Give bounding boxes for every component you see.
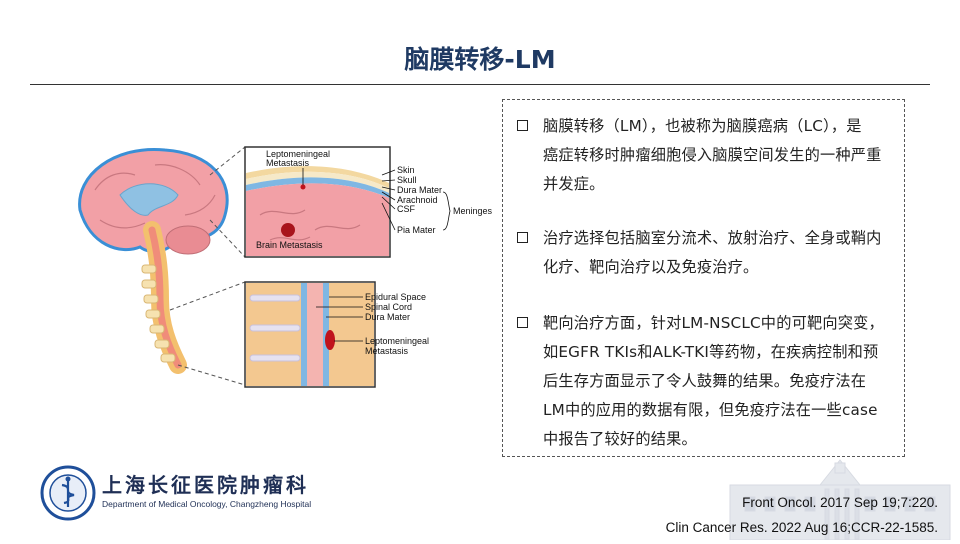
brain-sagittal bbox=[78, 147, 229, 374]
label-dura: Dura Mater bbox=[397, 185, 442, 195]
meninges-inset bbox=[244, 146, 391, 258]
label-epidural: Epidural Space bbox=[365, 292, 426, 302]
spine-pointers bbox=[316, 296, 363, 342]
hospital-name-cn: 上海长征医院肿瘤科 bbox=[102, 473, 309, 497]
hospital-name-en: Department of Medical Oncology, Changzhe… bbox=[102, 499, 312, 509]
bullet-text: 治疗选择包括脑室分流术、放射治疗、全身或鞘内 化疗、靶向治疗以及免疫治疗。 bbox=[543, 229, 882, 276]
label-brain-metastasis: Brain Metastasis bbox=[256, 240, 323, 250]
hospital-emblem-icon bbox=[40, 465, 96, 521]
label-arachnoid: Arachnoid bbox=[397, 195, 438, 205]
title-divider bbox=[30, 84, 930, 85]
square-bullet-icon bbox=[517, 120, 528, 131]
square-bullet-icon bbox=[517, 317, 528, 328]
label-meninges: Meninges bbox=[453, 206, 493, 216]
citation-1: Front Oncol. 2017 Sep 19;7:220. bbox=[742, 495, 938, 510]
meninges-pointers bbox=[302, 168, 451, 231]
bullet-definition: 脑膜转移（LM），也被称为脑膜癌病（LC），是 癌症转移时肿瘤细胞侵入脑膜空间发… bbox=[517, 112, 892, 199]
label-skull: Skull bbox=[397, 175, 417, 185]
building-image bbox=[729, 459, 951, 541]
zoom-connectors bbox=[169, 146, 246, 386]
hospital-logo: 上海长征医院肿瘤科 Department of Medical Oncology… bbox=[40, 463, 380, 523]
square-bullet-icon bbox=[517, 232, 528, 243]
label-leptomeningeal-top-1: Leptomeningeal bbox=[266, 149, 330, 159]
label-csf: CSF bbox=[397, 204, 416, 214]
label-leptomeningeal-top-2: Metastasis bbox=[266, 158, 310, 168]
building-illustration bbox=[690, 455, 960, 541]
meninges-figure: Leptomeningeal Metastasis Skin Skull Dur… bbox=[60, 135, 505, 395]
meninges-labels: Leptomeningeal Metastasis Skin Skull Dur… bbox=[256, 149, 493, 250]
spine-labels: Epidural Space Spinal Cord Dura Mater Le… bbox=[365, 292, 429, 356]
summary-textbox: 脑膜转移（LM），也被称为脑膜癌病（LC），是 癌症转移时肿瘤细胞侵入脑膜空间发… bbox=[502, 99, 905, 457]
spine-inset bbox=[244, 281, 376, 388]
label-spinal-cord: Spinal Cord bbox=[365, 302, 412, 312]
label-leptomeningeal-bottom-1: Leptomeningeal bbox=[365, 336, 429, 346]
label-pia: Pia Mater bbox=[397, 225, 436, 235]
meninges-illustration: Leptomeningeal Metastasis Skin Skull Dur… bbox=[78, 146, 493, 388]
bullet-text: 脑膜转移（LM），也被称为脑膜癌病（LC），是 癌症转移时肿瘤细胞侵入脑膜空间发… bbox=[543, 117, 882, 193]
slide-title: 脑膜转移-LM bbox=[404, 45, 556, 74]
bullet-text: 靶向治疗方面，针对LM-NSCLC中的可靶向突变， 如EGFR TKIs和ALK… bbox=[543, 314, 884, 448]
bullet-targeted-therapy: 靶向治疗方面，针对LM-NSCLC中的可靶向突变， 如EGFR TKIs和ALK… bbox=[517, 309, 892, 454]
label-leptomeningeal-bottom-2: Metastasis bbox=[365, 346, 409, 356]
bullet-treatment: 治疗选择包括脑室分流术、放射治疗、全身或鞘内 化疗、靶向治疗以及免疫治疗。 bbox=[517, 224, 892, 282]
citation-2: Clin Cancer Res. 2022 Aug 16;CCR-22-1585… bbox=[665, 520, 938, 535]
label-skin: Skin bbox=[397, 165, 415, 175]
label-dura-spine: Dura Mater bbox=[365, 312, 410, 322]
